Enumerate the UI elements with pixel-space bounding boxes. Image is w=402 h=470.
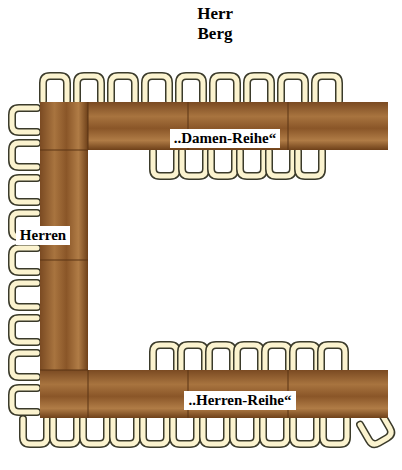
chair (12, 108, 37, 132)
chair (77, 76, 101, 101)
row-label: Herren (20, 227, 66, 243)
chair (143, 419, 167, 444)
chair (12, 388, 37, 412)
chair (213, 76, 237, 101)
chair (12, 143, 37, 167)
chair (233, 419, 257, 444)
chair (247, 76, 271, 101)
chair (293, 345, 317, 370)
row-label: ..Herren-Reihe“ (188, 392, 291, 408)
chair (293, 419, 317, 444)
chair (53, 419, 77, 444)
chair (269, 151, 293, 176)
table (40, 370, 388, 418)
chair (12, 248, 37, 272)
chair (240, 151, 264, 176)
chair (153, 151, 177, 176)
chair (181, 345, 205, 370)
chair (12, 178, 37, 202)
chair (113, 419, 137, 444)
row-label: ..Damen-Reihe“ (174, 130, 276, 146)
chair (315, 76, 339, 101)
person-label: Herr Berg (197, 4, 233, 43)
chair (153, 345, 177, 370)
table (40, 102, 388, 150)
chair (298, 151, 322, 176)
chair (111, 76, 135, 101)
tables (40, 102, 388, 418)
chair (43, 76, 67, 101)
chair (12, 353, 37, 377)
chair (23, 419, 47, 444)
chair (179, 76, 203, 101)
chair (323, 419, 347, 444)
chairs (12, 76, 393, 446)
chair (12, 318, 37, 342)
label-box: ..Herren-Reihe“ (184, 391, 295, 410)
chair (321, 345, 345, 370)
chair (182, 151, 206, 176)
chair (145, 76, 169, 101)
chair (209, 345, 233, 370)
label-box: Herren (16, 226, 70, 245)
chair (263, 419, 287, 444)
chair (265, 345, 289, 370)
chair (211, 151, 235, 176)
chair (173, 419, 197, 444)
chair (12, 283, 37, 307)
chair (237, 345, 261, 370)
chair (83, 419, 107, 444)
chair (203, 419, 227, 444)
chair (281, 76, 305, 101)
label-box: ..Damen-Reihe“ (170, 129, 280, 148)
